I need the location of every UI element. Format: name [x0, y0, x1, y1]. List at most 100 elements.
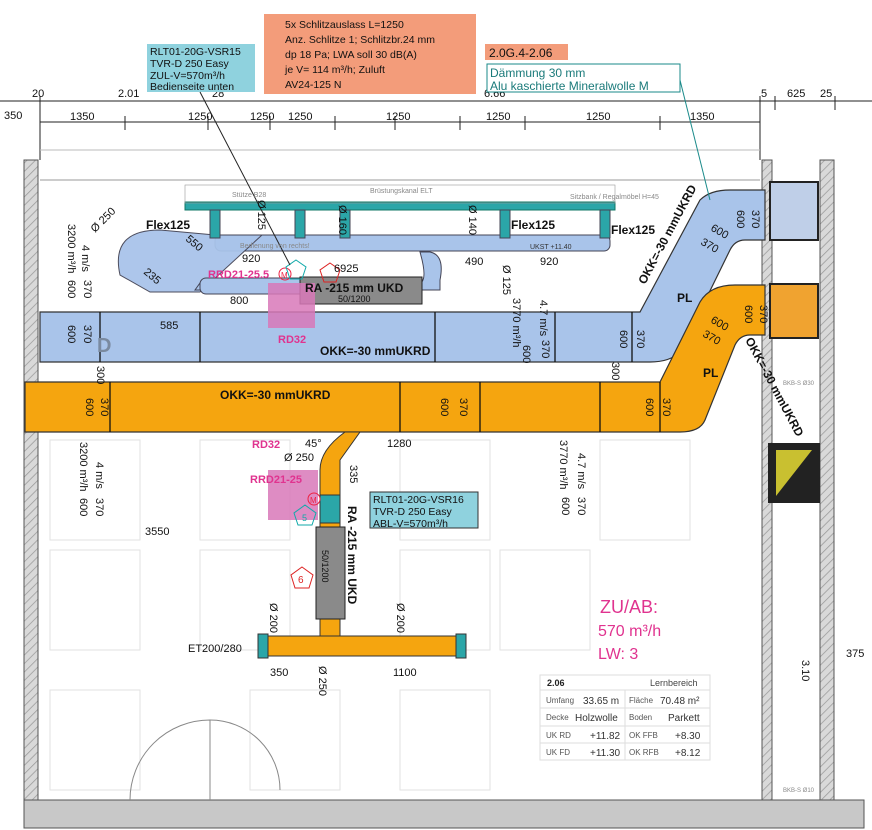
- label: OKK=-30 mmUKRD: [320, 344, 431, 358]
- info-line: TVR-D 250 Easy: [150, 58, 230, 70]
- dim-label: 1250: [486, 111, 510, 123]
- info-line: je V= 114 m³/h; Zuluft: [284, 64, 385, 76]
- table-value: Parkett: [668, 713, 700, 724]
- label: 370: [93, 498, 105, 516]
- label: 4 m/s: [93, 462, 105, 489]
- exhaust-main-duct: [24, 284, 766, 433]
- info-line: AV24-125 N: [285, 79, 341, 91]
- insulation-box: [486, 63, 681, 93]
- leader-line: [679, 79, 711, 201]
- label: 370: [575, 497, 587, 515]
- label: Sitzbank / Regalmöbel H=45: [570, 194, 659, 201]
- label: Ø 125: [255, 200, 267, 230]
- floor-unit-fill: [776, 450, 812, 496]
- label: 370: [539, 340, 551, 358]
- table-key: OK FFB: [629, 731, 658, 740]
- ceiling-grid: [49, 439, 691, 791]
- supply-main-duct: [39, 189, 766, 363]
- label: RA -215 mm UKD: [305, 281, 404, 295]
- dim-label: 625: [787, 88, 805, 100]
- silencer-top: [299, 276, 423, 305]
- label: 4.7 m/s: [575, 453, 587, 490]
- dim-label: 1250: [586, 111, 610, 123]
- exhaust-grille-right: [455, 633, 467, 659]
- top-dimension-labels: 20 2.01 28 6.66 5 625 25 1350 1250 1250 …: [4, 88, 832, 123]
- label: 370: [757, 305, 769, 323]
- label: 3550: [145, 526, 169, 538]
- motor-marker-label: M: [281, 271, 288, 280]
- label: 800: [230, 295, 248, 307]
- table-key: Decke: [546, 713, 569, 722]
- label: ET200/280: [188, 643, 242, 655]
- dim-label: 1250: [250, 111, 274, 123]
- label: Brüstungskanal ELT: [370, 188, 433, 195]
- label: Ø 200: [394, 603, 406, 633]
- label: 370: [457, 398, 469, 416]
- label: Ø 250: [284, 452, 314, 464]
- motor-marker-label: M: [310, 496, 317, 505]
- pentagon-marker-5: [293, 504, 317, 526]
- insulation-line: Alu kaschierte Mineralwolle M: [490, 79, 649, 93]
- table-key: Umfang: [546, 696, 574, 705]
- leader-line: [199, 91, 291, 266]
- label: Ø 200: [267, 603, 279, 633]
- label: 3770 m³/h: [510, 298, 522, 348]
- label: 6925: [334, 263, 358, 275]
- table-value: +11.30: [590, 748, 621, 759]
- table-value: +11.82: [590, 731, 621, 742]
- info-line: Bedienseite unten: [150, 81, 234, 93]
- label: 3200 m³/h: [65, 224, 77, 274]
- label: 920: [242, 253, 260, 265]
- bottom-wall: [23, 799, 865, 829]
- exhaust-air-unit: [769, 283, 819, 339]
- label: PL: [677, 291, 692, 305]
- label: 1100: [393, 667, 417, 679]
- label: UKST +11.40: [530, 244, 572, 251]
- label: RRD21-25: [250, 474, 302, 486]
- label: 350: [270, 667, 288, 679]
- label: RD32: [278, 334, 306, 346]
- dim-label: 350: [4, 110, 22, 122]
- label: Bedienung von rechts!: [240, 243, 310, 250]
- table-value: 70.48 m²: [660, 696, 700, 707]
- label: 370: [98, 398, 110, 416]
- label: 490: [465, 256, 483, 268]
- label: OKK=-30 mmUKRD: [220, 388, 331, 402]
- motor-marker: [307, 492, 321, 506]
- marker-5-label: 5: [302, 513, 307, 523]
- room-info-table: 2.06 Lernbereich Umfang 33.65 m Fläche 7…: [539, 674, 711, 761]
- label: 600: [643, 398, 655, 416]
- motor-marker: [278, 267, 292, 281]
- pentagon-marker-6: [290, 566, 314, 589]
- info-line: ZUL-V=570m³/h: [150, 70, 225, 82]
- info-box-outlet: 5x Schlitzauslass L=1250 Anz. Schlitze 1…: [264, 14, 476, 94]
- label: 600: [83, 398, 95, 416]
- label: 3770 m³/h: [557, 440, 569, 490]
- label: 370: [660, 398, 672, 416]
- dim-label: 1350: [70, 111, 94, 123]
- table-key: Fläche: [629, 696, 654, 705]
- info-line: RLT01-20G-VSR15: [150, 46, 241, 58]
- label: D: [97, 335, 111, 357]
- duct-section-lines: [99, 312, 661, 432]
- table-value: +8.30: [675, 731, 701, 742]
- vsr16-damper: [319, 494, 341, 524]
- info-line: dp 18 Pa; LWA soll 30 dB(A): [285, 49, 417, 61]
- room-code-box: [485, 44, 568, 60]
- top-dimension-chain: [0, 96, 872, 160]
- label: Flex125: [511, 218, 555, 232]
- sitzbank-outline: [184, 184, 616, 204]
- dim-label: 5: [761, 88, 767, 100]
- label: 585: [160, 320, 178, 332]
- exhaust-grille-left: [257, 633, 269, 659]
- info-line: 5x Schlitzauslass L=1250: [285, 19, 404, 31]
- info-line: RLT01-20G-VSR16: [373, 494, 464, 506]
- label: 600: [438, 398, 450, 416]
- label: 335: [347, 465, 359, 483]
- room-code: 2.0G.4-2.06: [489, 46, 553, 60]
- pentagon-marker-top: [285, 259, 307, 280]
- pentagon-marker-top-red: [319, 262, 341, 283]
- label: 4.7 m/s: [537, 300, 549, 337]
